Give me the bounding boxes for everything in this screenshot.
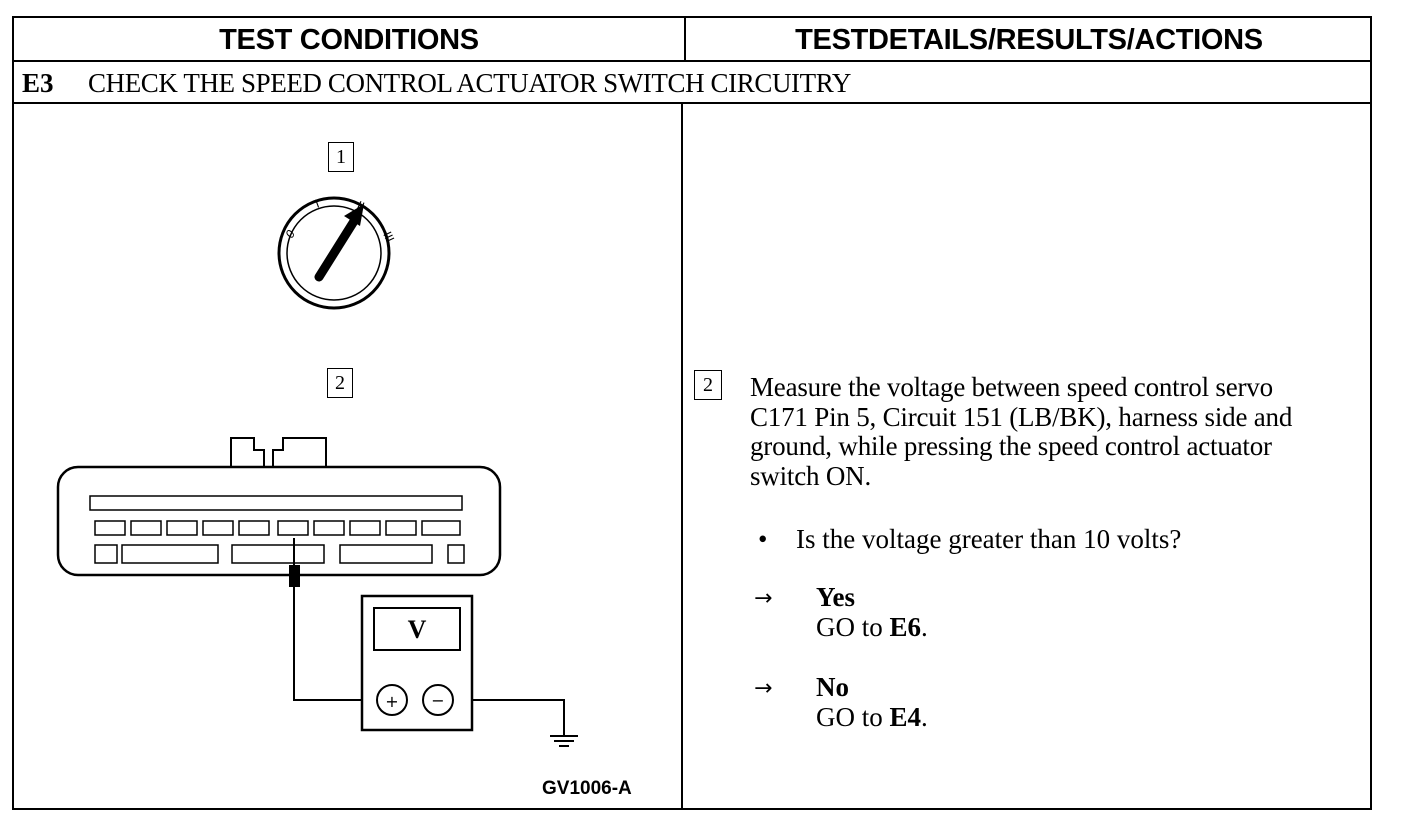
ignition-pos-2: II — [355, 198, 367, 214]
figure-callout-2: 2 — [327, 368, 353, 398]
instruction-line: ground, while pressing the speed control… — [750, 431, 1272, 461]
question-bullet: • — [758, 524, 768, 554]
plus-terminal: + — [385, 692, 398, 711]
header-rule — [14, 60, 1370, 62]
no-answer: No GO to E4. — [816, 672, 928, 732]
yes-answer: Yes GO to E6. — [816, 582, 928, 642]
header-test-details: TESTDETAILS/RESULTS/ACTIONS — [795, 23, 1263, 56]
yes-arrow-icon: → — [754, 586, 773, 611]
no-label: No — [816, 672, 849, 702]
step-title: CHECK THE SPEED CONTROL ACTUATOR SWITCH … — [88, 67, 851, 98]
test-setup-diagram: 0 I II III — [56, 196, 578, 747]
header-test-conditions: TEST CONDITIONS — [219, 23, 479, 56]
instruction-text: Measure the voltage between speed contro… — [750, 372, 1368, 491]
step-rule — [14, 102, 1370, 104]
no-target-link[interactable]: E4 — [889, 702, 922, 732]
ignition-pos-1: I — [313, 197, 321, 211]
instruction-line: switch ON. — [750, 460, 871, 491]
step-title-row: E3 CHECK THE SPEED CONTROL ACTUATOR SWIT… — [22, 64, 851, 102]
instruction-line: Measure the voltage between speed contro… — [750, 372, 1273, 402]
test-procedure-table: TEST CONDITIONS TESTDETAILS/RESULTS/ACTI… — [12, 16, 1372, 810]
column-divider — [681, 104, 683, 810]
connector-c171-icon — [56, 437, 502, 577]
yes-label: Yes — [816, 582, 855, 612]
question-text: Is the voltage greater than 10 volts? — [796, 524, 1182, 554]
no-arrow-icon: → — [754, 676, 773, 701]
details-callout-2: 2 — [694, 370, 722, 400]
yes-target-link[interactable]: E6 — [889, 612, 922, 642]
step-code: E3 — [22, 67, 54, 98]
header-divider — [684, 18, 686, 62]
minus-terminal: − — [431, 691, 444, 710]
voltmeter-icon: V + − — [360, 594, 474, 732]
test-lead-wires — [289, 538, 578, 747]
figure-id: GV1006-A — [542, 778, 632, 799]
figure-callout-1: 1 — [328, 142, 354, 172]
meter-label: V — [408, 615, 427, 644]
instruction-line: C171 Pin 5, Circuit 151 (LB/BK), harness… — [750, 401, 1293, 432]
ignition-switch-icon: 0 I II III — [277, 196, 397, 310]
